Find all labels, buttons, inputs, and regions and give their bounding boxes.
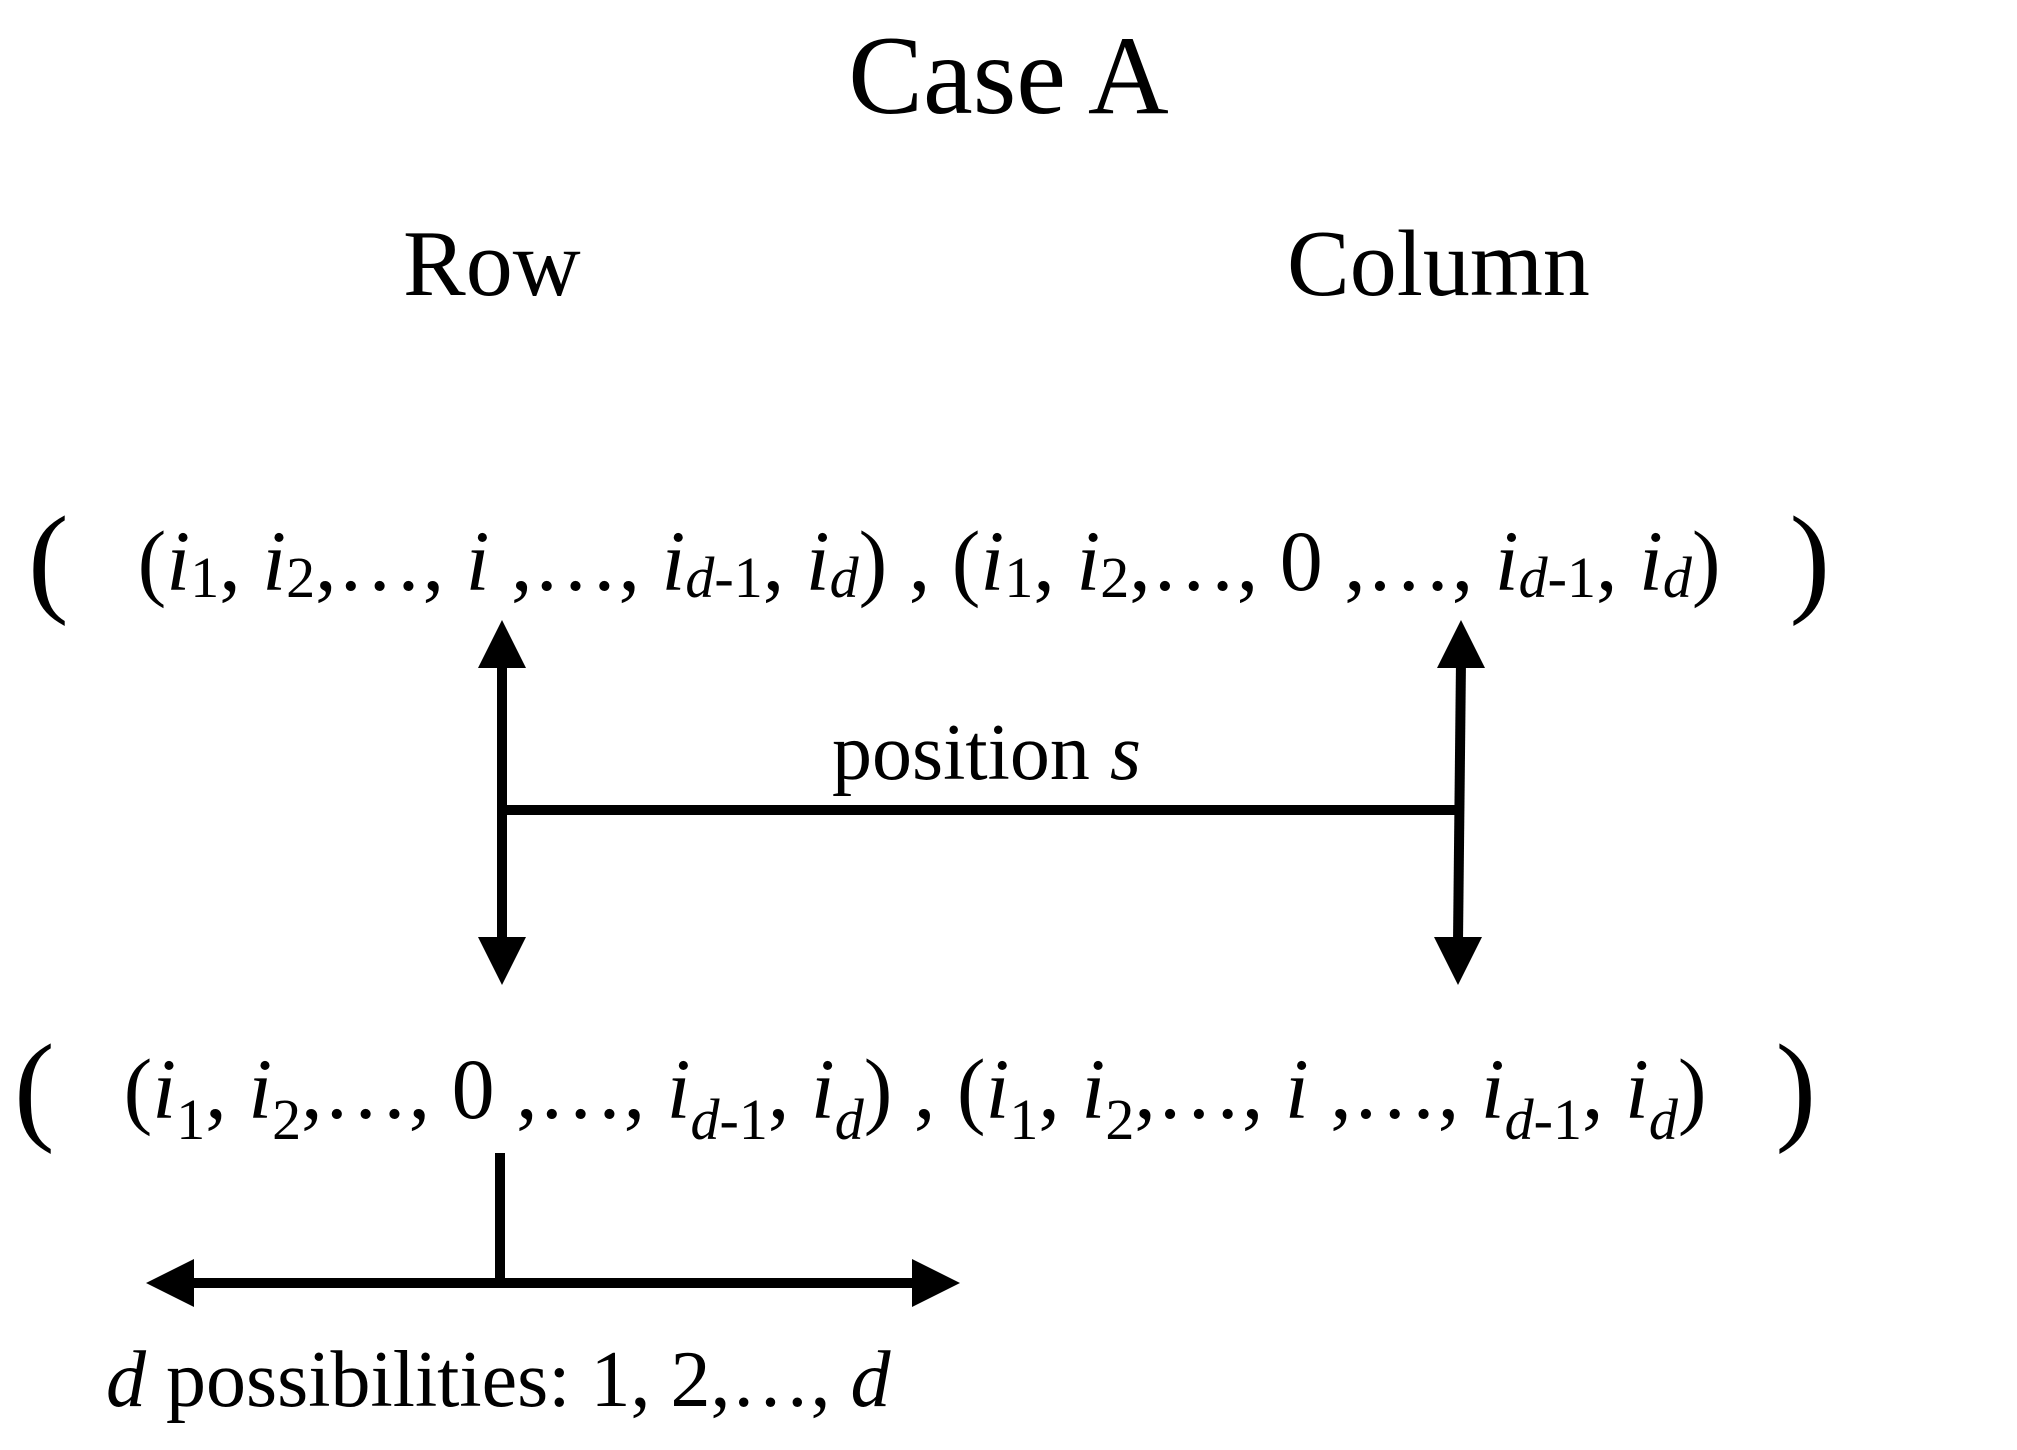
subscript-var: d xyxy=(1662,544,1692,610)
index-var: i xyxy=(980,513,1005,609)
comma: , xyxy=(1595,513,1639,609)
subscript: -1 xyxy=(719,1086,768,1152)
outer-close-paren: ) xyxy=(1789,492,1831,627)
subscript-var: d xyxy=(1518,544,1548,610)
comma: , xyxy=(1038,1041,1082,1137)
index-var: i xyxy=(166,513,191,609)
column-index-tuple: (i1, i2,…, 0 ,…, id-1, id) xyxy=(951,513,1742,610)
subscript: 2 xyxy=(272,1086,302,1152)
position-label-var: s xyxy=(1109,709,1141,797)
position-label: position s xyxy=(832,708,1141,799)
paren: ( xyxy=(956,1041,986,1137)
index-var: i xyxy=(262,513,287,609)
subscript: -1 xyxy=(714,544,763,610)
ellipsis: ,…, xyxy=(315,513,466,609)
position-label-text: position xyxy=(832,709,1110,797)
possibilities-arrow xyxy=(146,1259,960,1307)
comma: , xyxy=(219,513,263,609)
index-var: i xyxy=(1076,513,1101,609)
index-var: i xyxy=(805,513,830,609)
subscript-var: d xyxy=(1648,1086,1678,1152)
possibilities-var: d xyxy=(850,1336,891,1424)
subscript-var: d xyxy=(829,544,859,610)
index-var: i xyxy=(1638,513,1663,609)
index-var: i xyxy=(985,1041,1010,1137)
subscript: -1 xyxy=(1533,1086,1582,1152)
subscript: 1 xyxy=(176,1086,206,1152)
subscript-var: d xyxy=(1504,1086,1534,1152)
index-var: i xyxy=(248,1041,273,1137)
row-header: Row xyxy=(403,212,581,316)
ellipsis: ,…, xyxy=(1308,1041,1481,1137)
possibilities-text: possibilities: 1, 2,…, xyxy=(146,1336,851,1424)
position-s-value: 0 xyxy=(1279,513,1323,609)
paren: ( xyxy=(137,513,167,609)
paren: ) xyxy=(858,513,888,609)
position-s-value: i xyxy=(1284,1041,1309,1137)
index-var: i xyxy=(1480,1041,1505,1137)
subscript-var: d xyxy=(834,1086,864,1152)
index-var: i xyxy=(810,1041,835,1137)
column-index-tuple: (i1, i2,…, i ,…, id-1, id) xyxy=(956,1041,1728,1152)
paren: ( xyxy=(123,1041,153,1137)
index-var: i xyxy=(661,513,686,609)
outer-open-paren: ( xyxy=(28,492,69,627)
comma: , xyxy=(205,1041,249,1137)
comma: , xyxy=(767,1041,811,1137)
ellipsis: ,…, xyxy=(301,1041,452,1137)
paren: ) xyxy=(1677,1041,1707,1137)
ellipsis: ,…, xyxy=(489,513,662,609)
subscript: 2 xyxy=(286,544,316,610)
position-s-value: i xyxy=(465,513,490,609)
index-var: i xyxy=(1494,513,1519,609)
subscript: -1 xyxy=(1547,544,1596,610)
subscript: 1 xyxy=(190,544,220,610)
index-var: i xyxy=(1081,1041,1106,1137)
ellipsis: ,…, xyxy=(1134,1041,1285,1137)
subscript: 2 xyxy=(1100,544,1130,610)
pair-separator: , xyxy=(908,513,952,609)
row-index-tuple: (i1, i2,…, i ,…, id-1, id) xyxy=(137,513,909,610)
ellipsis: ,…, xyxy=(1322,513,1495,609)
index-var: i xyxy=(1624,1041,1649,1137)
subscript: 1 xyxy=(1004,544,1034,610)
possibilities-var: d xyxy=(106,1336,146,1424)
comma: , xyxy=(1581,1041,1625,1137)
index-var: i xyxy=(152,1041,177,1137)
position-s-value: 0 xyxy=(451,1041,495,1137)
pair-separator: , xyxy=(913,1041,957,1137)
index-var: i xyxy=(666,1041,691,1137)
top-index-pair: ( (i1, i2,…, i ,…, id-1, id) , (i1, i2,…… xyxy=(28,480,1830,627)
paren: ) xyxy=(863,1041,893,1137)
comma: , xyxy=(1033,513,1077,609)
paren: ( xyxy=(951,513,981,609)
subscript: 1 xyxy=(1009,1086,1039,1152)
outer-open-paren: ( xyxy=(14,1020,55,1155)
possibilities-label: d possibilities: 1, 2,…, d xyxy=(106,1335,891,1426)
subscript-var: d xyxy=(685,544,715,610)
subscript-var: d xyxy=(690,1086,720,1152)
subscript: 2 xyxy=(1105,1086,1135,1152)
comma: , xyxy=(762,513,806,609)
row-index-tuple: (i1, i2,…, 0 ,…, id-1, id) xyxy=(123,1041,914,1152)
bottom-index-pair: ( (i1, i2,…, 0 ,…, id-1, id) , (i1, i2,…… xyxy=(14,1008,1816,1155)
ellipsis: ,…, xyxy=(494,1041,667,1137)
outer-close-paren: ) xyxy=(1775,1020,1817,1155)
ellipsis: ,…, xyxy=(1129,513,1280,609)
column-swap-arrow xyxy=(1434,620,1485,985)
row-swap-arrow xyxy=(478,620,526,985)
column-header: Column xyxy=(1287,212,1590,316)
diagram-title: Case A xyxy=(848,14,1169,138)
paren: ) xyxy=(1691,513,1721,609)
